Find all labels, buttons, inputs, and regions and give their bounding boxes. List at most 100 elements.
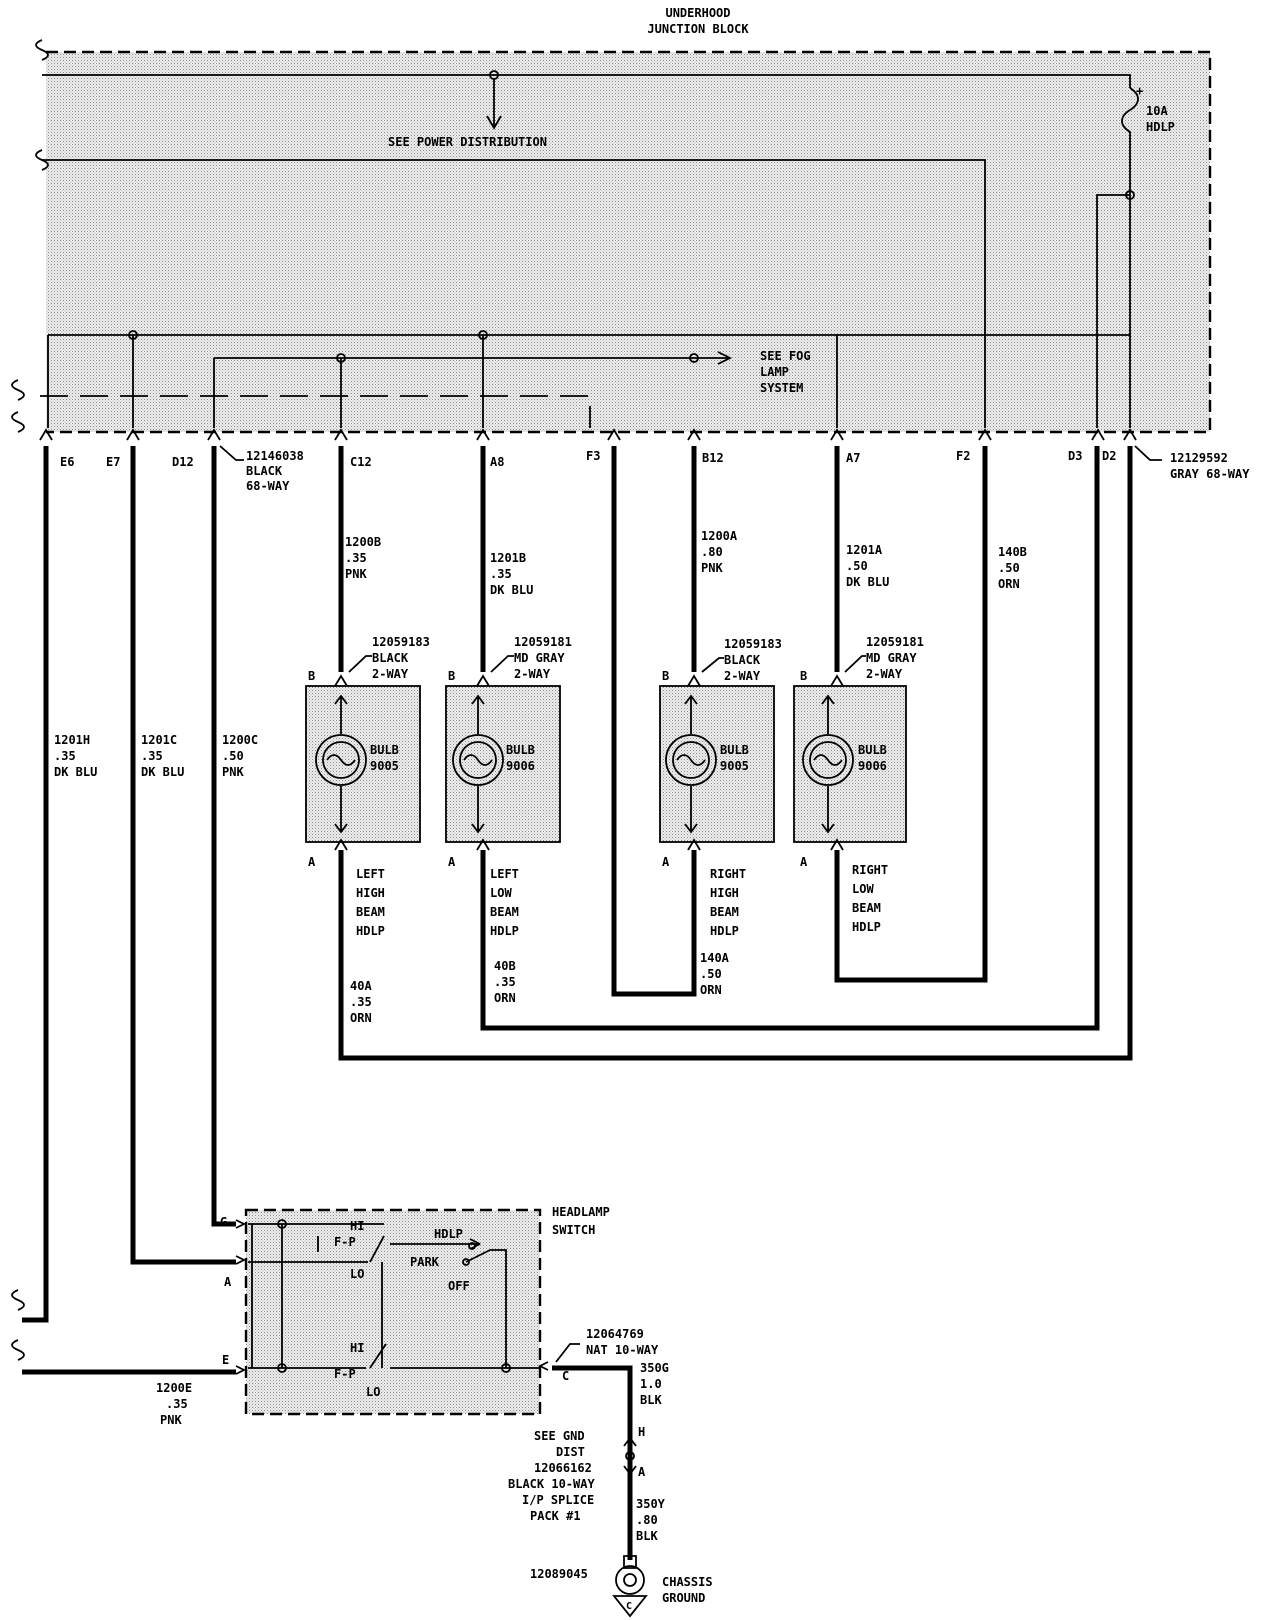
- left-connector-part: 12146038: [246, 449, 304, 463]
- lamp-pin-b: B: [448, 669, 455, 683]
- switch-connector-part: 12064769: [586, 1327, 644, 1341]
- see-fog-line3: SYSTEM: [760, 381, 803, 395]
- wire-1200c-color: PNK: [222, 765, 244, 779]
- wire-40b: [480, 446, 1100, 1031]
- switch-label-lo-2: LO: [366, 1385, 380, 1399]
- switch-title-1: HEADLAMP: [552, 1205, 610, 1219]
- lamp-connector-part: 12059181: [866, 635, 924, 649]
- headlamp-switch: HEADLAMP SWITCH G A E C HI F-P LO HDLP P…: [220, 1205, 659, 1416]
- pin-a8: A8: [490, 455, 504, 469]
- wire-350y-id: 350Y: [636, 1497, 666, 1511]
- pin-d12: D12: [172, 455, 194, 469]
- wire-140a-id: 140A: [700, 951, 730, 965]
- lamp-connector-part: 12059183: [372, 635, 430, 649]
- lamp-connector-type: 2-WAY: [372, 667, 409, 681]
- bulb-icon: [665, 734, 717, 786]
- wire-labels: 1200B .35 PNK 1201B .35 DK BLU 1200A .80…: [54, 529, 1027, 1543]
- lamp-left-high-beam: B A 12059183 BLACK 2-WAY BULB 9005 LEFT …: [305, 635, 430, 938]
- chassis-ground: C 12089045 CHASSIS GROUND: [530, 1555, 713, 1618]
- wire-1201h-id: 1201H: [54, 733, 90, 747]
- switch-pin-c: C: [562, 1369, 569, 1383]
- switch-label-hi-2: HI: [350, 1341, 364, 1355]
- wire-1200c-gauge: .50: [222, 749, 244, 763]
- bulb-type: 9005: [370, 759, 399, 773]
- lamp-right-high-beam: B A 12059183 BLACK 2-WAY BULB 9005 RIGHT…: [659, 637, 782, 938]
- wire-1200a-gauge: .80: [701, 545, 723, 559]
- fuse-rating: 10A: [1146, 104, 1168, 118]
- wire-350g-color: BLK: [640, 1393, 662, 1407]
- lamp-pin-a: A: [800, 855, 808, 869]
- lamp-pin-a: A: [308, 855, 316, 869]
- splice-pin-a: A: [638, 1465, 646, 1479]
- lamp-name-1: RIGHT: [710, 867, 746, 881]
- lamp-name-4: HDLP: [490, 924, 519, 938]
- switch-title-2: SWITCH: [552, 1223, 595, 1237]
- splice-pin-h: H: [638, 1425, 645, 1439]
- lamp-name-3: BEAM: [852, 901, 881, 915]
- wire-350g-gauge: 1.0: [640, 1377, 662, 1391]
- lamp-connector-color: BLACK: [724, 653, 761, 667]
- pin-a7: A7: [846, 451, 860, 465]
- wire-1200e-id: 1200E: [156, 1381, 192, 1395]
- wire-1201a-id: 1201A: [846, 543, 883, 557]
- lamp-name-3: BEAM: [356, 905, 385, 919]
- lamp-name-3: BEAM: [490, 905, 519, 919]
- wire-1201h: [22, 446, 49, 1323]
- wire-1200e-gauge: .35: [166, 1397, 188, 1411]
- lamp-pin-a: A: [662, 855, 670, 869]
- pin-d3: D3: [1068, 449, 1082, 463]
- lamp-name-2: LOW: [852, 882, 874, 896]
- wire-1201c-id: 1201C: [141, 733, 177, 747]
- wire-1200b-id: 1200B: [345, 535, 381, 549]
- wire-140a: [611, 446, 697, 997]
- fuse-name: HDLP: [1146, 120, 1175, 134]
- wire-1201b-color: DK BLU: [490, 583, 533, 597]
- wire-350y-color: BLK: [636, 1529, 658, 1543]
- junction-block-title: UNDERHOOD: [665, 6, 730, 20]
- bulb-icon: [315, 734, 367, 786]
- wire-40a-color: ORN: [350, 1011, 372, 1025]
- left-connector-type: 68-WAY: [246, 479, 290, 493]
- bulb-type: 9006: [506, 759, 535, 773]
- wire-1201c: [130, 446, 236, 1265]
- ground-symbol-icon: [612, 1595, 648, 1618]
- bulb-label: BULB: [370, 743, 399, 757]
- switch-pin-e: E: [222, 1353, 229, 1367]
- wire-1201h-gauge: .35: [54, 749, 76, 763]
- wire-40a-id: 40A: [350, 979, 372, 993]
- lamp-name-1: LEFT: [356, 867, 385, 881]
- switch-label-lo: LO: [350, 1267, 364, 1281]
- wire-40b-color: ORN: [494, 991, 516, 1005]
- lamp-connector-type: 2-WAY: [724, 669, 761, 683]
- internal-bus: SEE POWER DISTRIBUTION + 10A HDLP SEE FO…: [40, 70, 1175, 428]
- switch-label-hi: HI: [350, 1219, 364, 1233]
- lamp-name-2: HIGH: [710, 886, 739, 900]
- lamp-connector-part: 12059183: [724, 637, 782, 651]
- wire-350y-gauge: .80: [636, 1513, 658, 1527]
- wire-1200b-gauge: .35: [345, 551, 367, 565]
- bulb-icon: [452, 734, 504, 786]
- bulb-type: 9006: [858, 759, 887, 773]
- ground-label-1: CHASSIS: [662, 1575, 713, 1589]
- switch-label-fp-2: F-P: [334, 1367, 356, 1381]
- pin-f2: F2: [956, 449, 970, 463]
- lamp-connector-type: 2-WAY: [866, 667, 903, 681]
- lamp-pin-b: B: [800, 669, 807, 683]
- bulb-label: BULB: [720, 743, 749, 757]
- lamp-pin-a: A: [448, 855, 456, 869]
- bulb-label: BULB: [858, 743, 887, 757]
- wire-1201b-id: 1201B: [490, 551, 526, 565]
- fuse-plus: +: [1136, 84, 1143, 98]
- lamp-pin-b: B: [308, 669, 315, 683]
- ground-eyelet-icon: [615, 1565, 645, 1595]
- switch-label-off: OFF: [448, 1279, 470, 1293]
- pin-b12: B12: [702, 451, 724, 465]
- splice-text-6: PACK #1: [530, 1509, 581, 1523]
- splice-text-4: BLACK 10-WAY: [508, 1477, 595, 1491]
- lamp-connector-color: MD GRAY: [514, 651, 565, 665]
- switch-label-park: PARK: [410, 1255, 440, 1269]
- junction-block-subtitle: JUNCTION BLOCK: [647, 22, 749, 36]
- wire-140a-color: ORN: [700, 983, 722, 997]
- underhood-junction-block: UNDERHOOD JUNCTION BLOCK: [46, 6, 1212, 434]
- wire-1201h-color: DK BLU: [54, 765, 97, 779]
